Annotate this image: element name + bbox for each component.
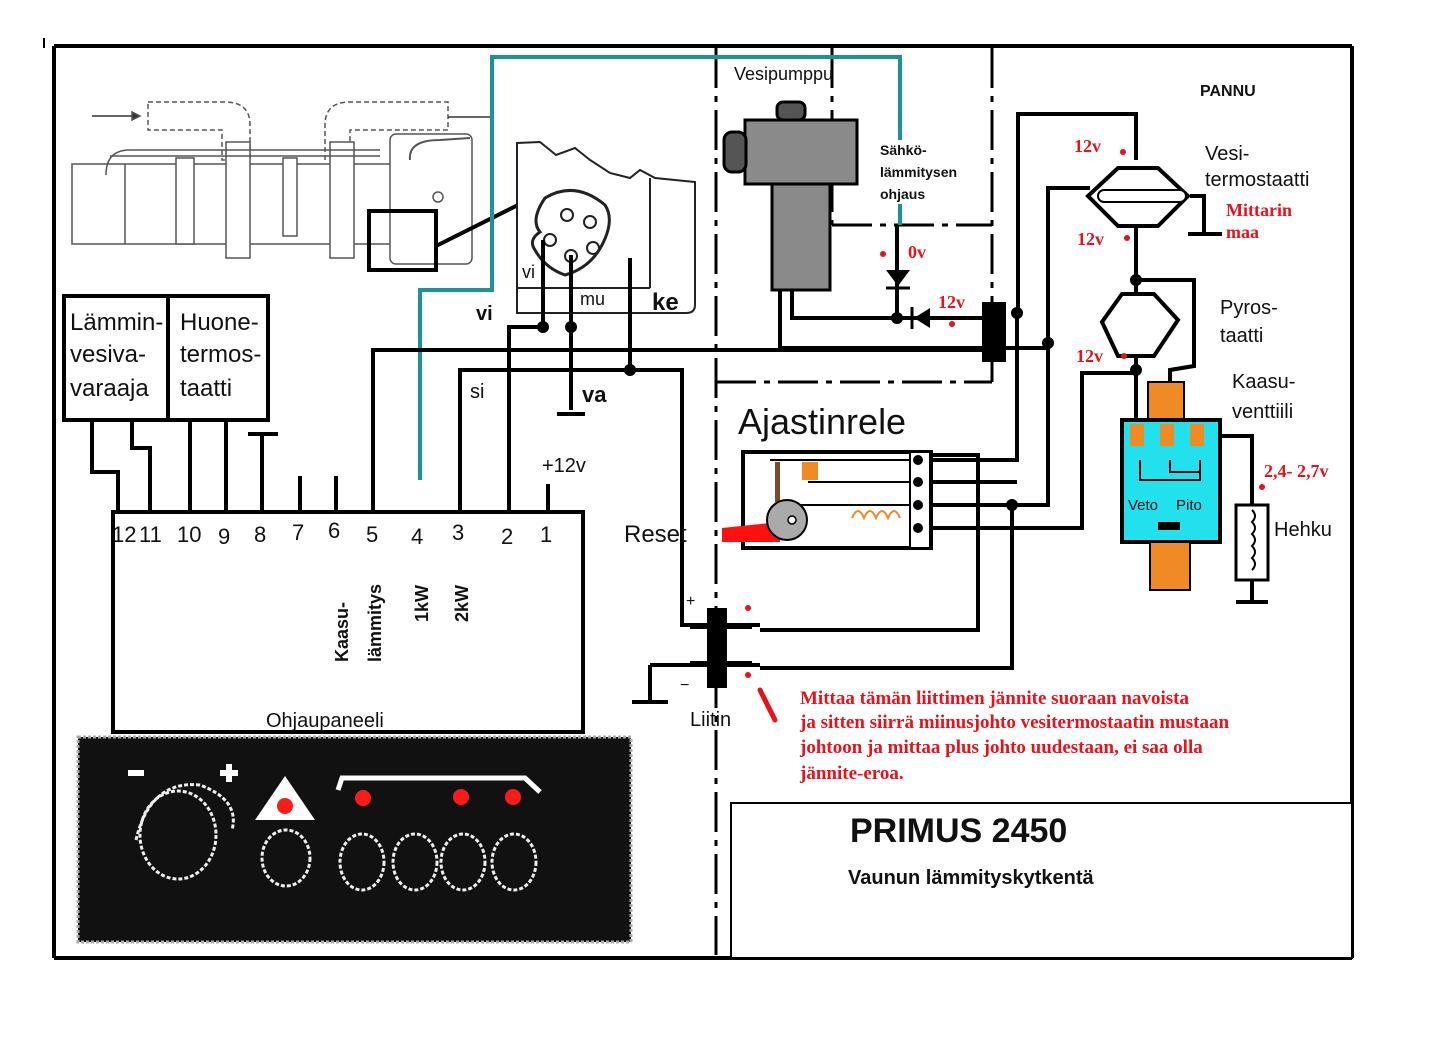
- pyrostat-icon: [1099, 292, 1181, 358]
- valve-coil-pull-label: Veto: [1128, 497, 1158, 514]
- hot-water-tank-box: [62, 294, 170, 422]
- function-2kw: 2kW: [452, 585, 472, 622]
- hot-water-tank-label-2: vesiva-: [70, 341, 146, 368]
- terminal-6: 6: [328, 518, 340, 543]
- terminal-9: 9: [218, 524, 230, 549]
- connector-minus-label: −: [680, 677, 689, 694]
- electric-control-label-3: ohjaus: [880, 186, 925, 202]
- timer-relay-label: Ajastinrele: [738, 401, 906, 442]
- warning-led: [277, 798, 293, 814]
- diode-horizontal-icon: [914, 308, 930, 328]
- instruction-line-3: johtoon ja mittaa plus johto uudestaan, …: [799, 737, 1203, 758]
- instruction-line-1: Mittaa tämän liittimen jännite suoraan n…: [800, 688, 1189, 709]
- plug-pin-vi: vi: [522, 262, 535, 282]
- meter-ground-label-2: maa: [1226, 222, 1259, 242]
- hot-water-tank-label-3: varaaja: [70, 375, 149, 402]
- terminal-5: 5: [366, 522, 378, 547]
- measurement-glow-voltage: 2,4- 2,7v: [1264, 461, 1329, 481]
- wire-label-si: si: [470, 381, 484, 403]
- measurement-diode-zero: 0v: [908, 242, 926, 262]
- measurement-diode-twelve: 12v: [938, 292, 965, 312]
- plug-zoom-box: [367, 209, 438, 272]
- terminal-12: 12: [112, 522, 136, 547]
- terminal-numbers: 12 11 10 9 8 7 6 5 4 3 2 1: [112, 518, 552, 549]
- indicator-led-1: [355, 790, 371, 806]
- connector-plus-label: +: [686, 593, 695, 610]
- title-block: [730, 802, 1353, 959]
- indicator-led-4: [505, 789, 521, 805]
- instruction-line-4: jännite-eroa.: [799, 763, 904, 784]
- section-boiler-label: PANNU: [1200, 83, 1256, 100]
- timer-relay-icon: [722, 450, 933, 550]
- heater-illustration: [71, 101, 490, 265]
- control-wire-teal: [418, 55, 902, 480]
- room-thermostat-label-3: taatti: [180, 375, 232, 402]
- junction-dots: [537, 274, 1142, 511]
- terminal-10: 10: [177, 522, 201, 547]
- instruction-pointer: [757, 687, 778, 723]
- room-thermostat-label-1: Huone-: [180, 309, 259, 336]
- glow-plug-icon: [1234, 503, 1270, 582]
- gas-valve-label-2: venttiili: [1232, 401, 1293, 423]
- control-unit-terminal-strip: [111, 510, 585, 734]
- plug-pin-ke: ke: [652, 289, 679, 316]
- connector-liitin: [707, 608, 727, 688]
- indicator-led-3: [453, 789, 469, 805]
- measurement-thermostat-out: 12v: [1077, 229, 1104, 249]
- water-thermostat-label-2: termostaatti: [1205, 169, 1309, 191]
- plug-zoom-pointer: [435, 202, 521, 248]
- water-thermostat-icon: [1085, 166, 1191, 228]
- electric-control-label-2: lämmitysen: [880, 164, 957, 180]
- water-pump-label: Vesipumppu: [734, 64, 833, 84]
- room-thermostat-box: [166, 294, 270, 422]
- electric-control-label-1: Sähkö-: [880, 142, 927, 158]
- connector-label: Liitin: [690, 709, 731, 731]
- wire-label-vi: vi: [476, 303, 493, 325]
- function-gas-heating-1: Kaasu-: [332, 602, 352, 662]
- function-1kw: 1kW: [412, 585, 432, 622]
- water-thermostat-label-1: Vesi-: [1205, 143, 1249, 165]
- terminal-2: 2: [501, 524, 513, 549]
- instruction-line-2: ja sitten siirrä miinusjohto vesitermost…: [799, 712, 1229, 733]
- valve-coil-hold-label: Pito: [1176, 497, 1202, 514]
- terminal-1: 1: [540, 522, 552, 547]
- supply-plus-12v-label: +12v: [542, 455, 586, 477]
- room-thermostat-label-2: termos-: [180, 341, 261, 368]
- water-pump-icon: [722, 100, 859, 292]
- pyrostat-label-2: taatti: [1220, 325, 1263, 347]
- gas-valve-icon: [1120, 381, 1222, 591]
- plug-pin-mu: mu: [580, 289, 605, 309]
- measurement-pyrostat-out: 12v: [1076, 346, 1103, 366]
- control-panel-label: Ohjaupaneeli: [266, 710, 384, 732]
- glow-label: Hehku: [1274, 519, 1332, 541]
- reset-label: Reset: [624, 521, 687, 548]
- diode-vertical-icon: [886, 270, 910, 286]
- control-panel-icon: [76, 735, 633, 944]
- measurement-points: [745, 149, 1265, 678]
- terminal-3: 3: [452, 520, 464, 545]
- function-gas-heating-2: lämmitys: [365, 584, 385, 662]
- terminal-7: 7: [292, 520, 304, 545]
- title-main: PRIMUS 2450: [850, 812, 1067, 850]
- hot-water-tank-label-1: Lämmin-: [70, 309, 163, 336]
- wire-label-va: va: [582, 382, 607, 407]
- pyrostat-label-1: Pyros-: [1220, 297, 1278, 319]
- terminal-8: 8: [254, 522, 266, 547]
- title-subtitle: Vaunun lämmityskytkentä: [848, 867, 1095, 889]
- terminal-block-pump: [982, 302, 1006, 362]
- gas-valve-label-1: Kaasu-: [1232, 371, 1295, 393]
- terminal-4: 4: [411, 524, 423, 549]
- terminal-11: 11: [139, 522, 162, 547]
- measurement-thermostat-in: 12v: [1074, 136, 1101, 156]
- plug-closeup: [516, 140, 696, 314]
- meter-ground-label-1: Mittarin: [1226, 200, 1292, 220]
